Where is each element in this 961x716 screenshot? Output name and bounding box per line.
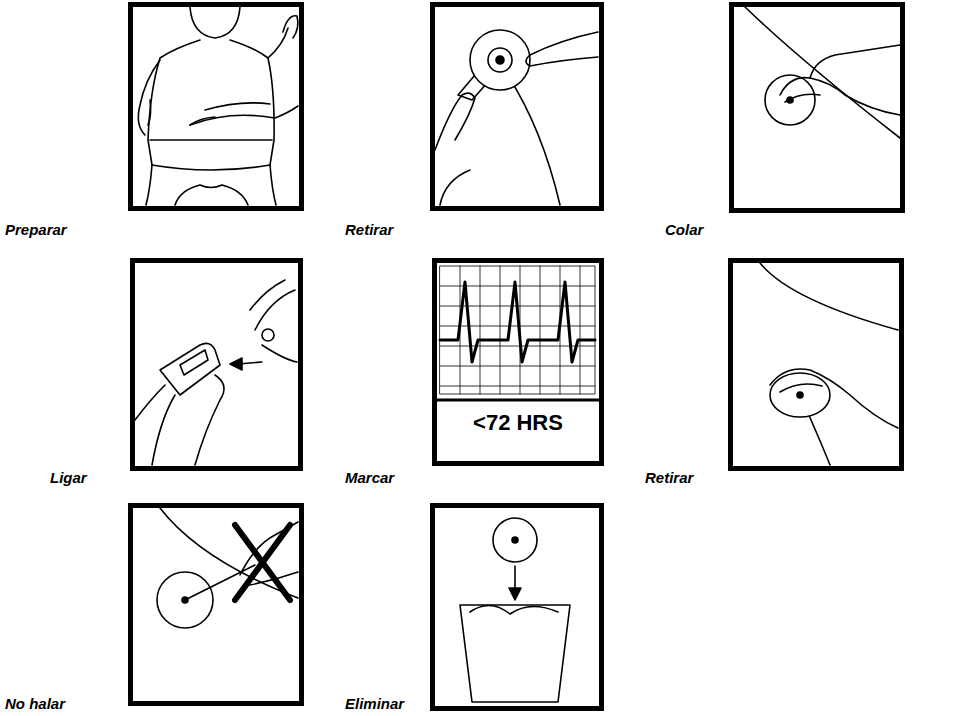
do-not-pull <box>157 508 298 628</box>
step-panel: Retirar <box>430 2 604 211</box>
baby-figure <box>138 7 298 205</box>
step-label: Marcar <box>345 470 394 487</box>
step-label: No halar <box>5 696 65 713</box>
waste-bin <box>460 518 570 702</box>
remove-electrode <box>760 263 898 465</box>
step-label: Colar <box>665 222 703 239</box>
step-label: Preparar <box>5 222 67 239</box>
step-panel: Preparar <box>128 2 304 211</box>
step-panel: Colar <box>729 2 905 213</box>
step-label: Retirar <box>345 222 393 239</box>
step-panel: No halar <box>128 503 304 706</box>
step-label: Ligar <box>50 470 87 487</box>
step-panel: Marcar<72 HRS <box>432 258 604 466</box>
connect-lead <box>135 280 297 465</box>
ecg-trace <box>434 266 601 400</box>
step-panel: Retirar <box>728 258 904 471</box>
step-panel: Ligar <box>130 258 303 471</box>
step-label: Retirar <box>645 470 693 487</box>
apply-electrode <box>745 7 900 138</box>
peel-electrode <box>435 30 598 205</box>
step-panel: Eliminar <box>430 503 604 711</box>
time-limit: <72 HRS <box>441 410 595 436</box>
step-label: Eliminar <box>345 696 404 713</box>
